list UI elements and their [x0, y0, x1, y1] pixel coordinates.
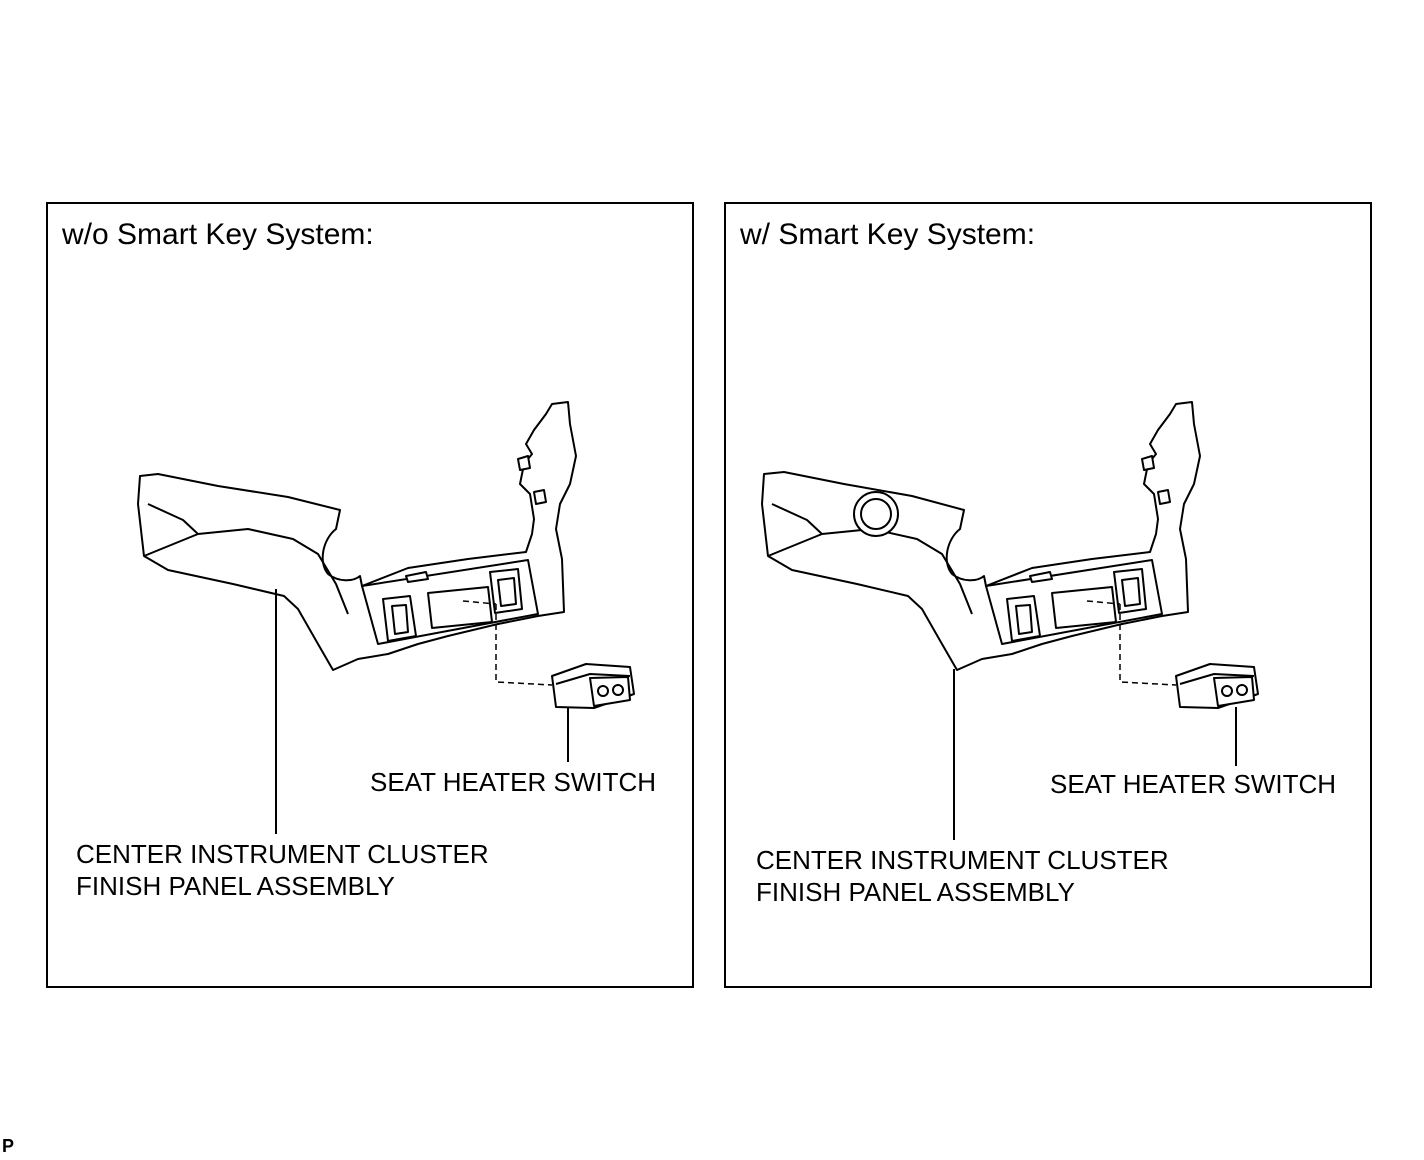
- installation-dashed-line: [462, 600, 553, 686]
- panel-with-smart-key: w/ Smart Key System: SEAT HEATER SWITCH …: [724, 202, 1372, 988]
- assembly-label-line2: FINISH PANEL ASSEMBLY: [756, 877, 1075, 907]
- panel-title: w/ Smart Key System:: [740, 218, 1036, 251]
- finish-panel-illustration: [761, 401, 1259, 840]
- assembly-label-line1: CENTER INSTRUMENT CLUSTER: [756, 845, 1169, 875]
- finish-panel-illustration: [137, 401, 635, 834]
- panel-without-smart-key: w/o Smart Key System: SEAT HEATER SWITCH…: [46, 202, 694, 988]
- seat-heater-switch-label: SEAT HEATER SWITCH: [1050, 769, 1337, 799]
- installation-dashed-line: [1086, 600, 1177, 686]
- assembly-label-line1: CENTER INSTRUMENT CLUSTER: [76, 839, 489, 869]
- panel-title: w/o Smart Key System:: [62, 218, 374, 251]
- assembly-label-line2: FINISH PANEL ASSEMBLY: [76, 871, 395, 901]
- seat-heater-switch-label: SEAT HEATER SWITCH: [370, 767, 657, 797]
- finish-panel-body: [137, 401, 577, 671]
- finish-panel-body: [761, 401, 1201, 671]
- footer-mark: P: [2, 1136, 15, 1156]
